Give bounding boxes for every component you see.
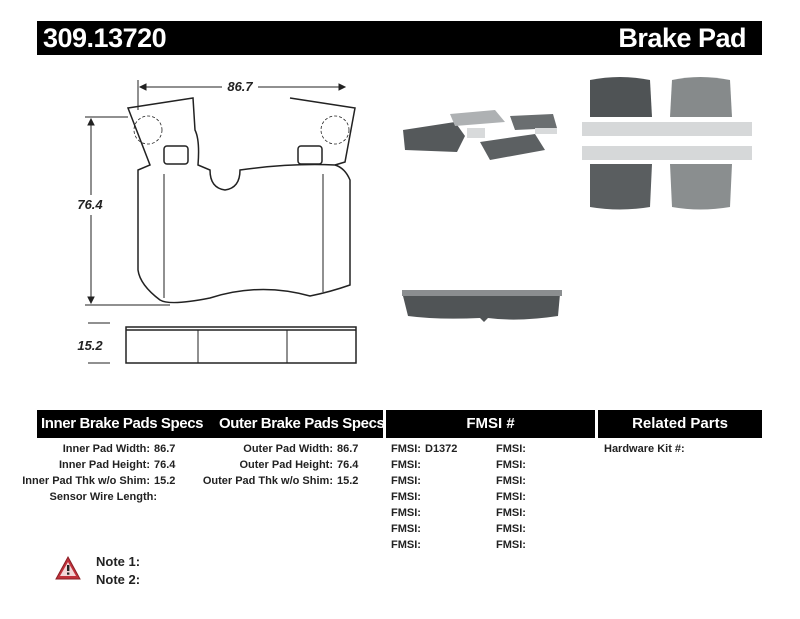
pad-technical-drawing: 86.7 76.4 15.2 [77, 79, 357, 364]
fmsi-label: FMSI: [496, 443, 526, 455]
height-dim-label: 76.4 [77, 197, 103, 212]
part-number: 309.13720 [43, 23, 167, 53]
note-1: Note 1: [96, 554, 141, 569]
product-category: Brake Pad [618, 23, 746, 53]
outer-height-value: 76.4 [337, 459, 359, 471]
outer-width-label: Outer Pad Width: [243, 443, 333, 455]
fmsi-label: FMSI: [391, 539, 421, 551]
fmsi-label: FMSI: [391, 523, 421, 535]
fmsi-label: FMSI: [391, 459, 421, 471]
fmsi-label: FMSI: [496, 539, 526, 551]
pad-outline [126, 97, 356, 304]
outer-width-value: 86.7 [337, 443, 359, 455]
fmsi-label: FMSI: [496, 523, 526, 535]
thickness-dimension [88, 322, 110, 364]
outer-specs-title: Outer Brake Pads Specs [219, 415, 385, 432]
fmsi-label: FMSI: [496, 459, 526, 471]
inner-thickness-value: 15.2 [154, 475, 176, 487]
outer-thickness-label: Outer Pad Thk w/o Shim: [202, 475, 333, 487]
fmsi-label: FMSI: [391, 507, 421, 519]
fmsi-label: FMSI: [496, 475, 526, 487]
hardware-kit-label: Hardware Kit #: [604, 443, 685, 455]
fmsi-header: FMSI # [386, 410, 595, 438]
fmsi-label: FMSI: [391, 475, 421, 487]
inner-specs-title: Inner Brake Pads Specs [41, 415, 204, 432]
pad-set-photo-angled [403, 110, 557, 160]
pad-photo-side [402, 290, 562, 322]
fmsi-label: FMSI: [496, 491, 526, 503]
warning-icon [55, 555, 81, 580]
thickness-dim-label: 15.2 [77, 338, 103, 353]
inner-width-value: 86.7 [154, 443, 176, 455]
title-bar: 309.13720 Brake Pad [37, 21, 762, 55]
note-2: Note 2: [96, 572, 141, 587]
fmsi-label: FMSI: [496, 507, 526, 519]
inner-height-label: Inner Pad Height: [58, 459, 150, 471]
fmsi-label: FMSI: [391, 491, 421, 503]
width-dim-label: 86.7 [227, 79, 253, 94]
sensor-wire-label: Sensor Wire Length: [49, 491, 157, 503]
outer-thickness-value: 15.2 [337, 475, 359, 487]
width-dimension [137, 80, 347, 110]
inner-thickness-label: Inner Pad Thk w/o Shim: [22, 475, 150, 487]
inner-height-value: 76.4 [154, 459, 176, 471]
inner-width-label: Inner Pad Width: [62, 443, 150, 455]
specs-header-bar: Inner Brake Pads Specs Outer Brake Pads … [37, 410, 385, 438]
pad-set-photo-top [582, 77, 752, 210]
fmsi-value: D1372 [425, 443, 458, 455]
height-dimension [85, 116, 170, 306]
pad-side-view [125, 326, 357, 364]
outer-height-label: Outer Pad Height: [239, 459, 333, 471]
fmsi-label: FMSI: [391, 443, 421, 455]
related-parts-header: Related Parts [598, 410, 762, 438]
